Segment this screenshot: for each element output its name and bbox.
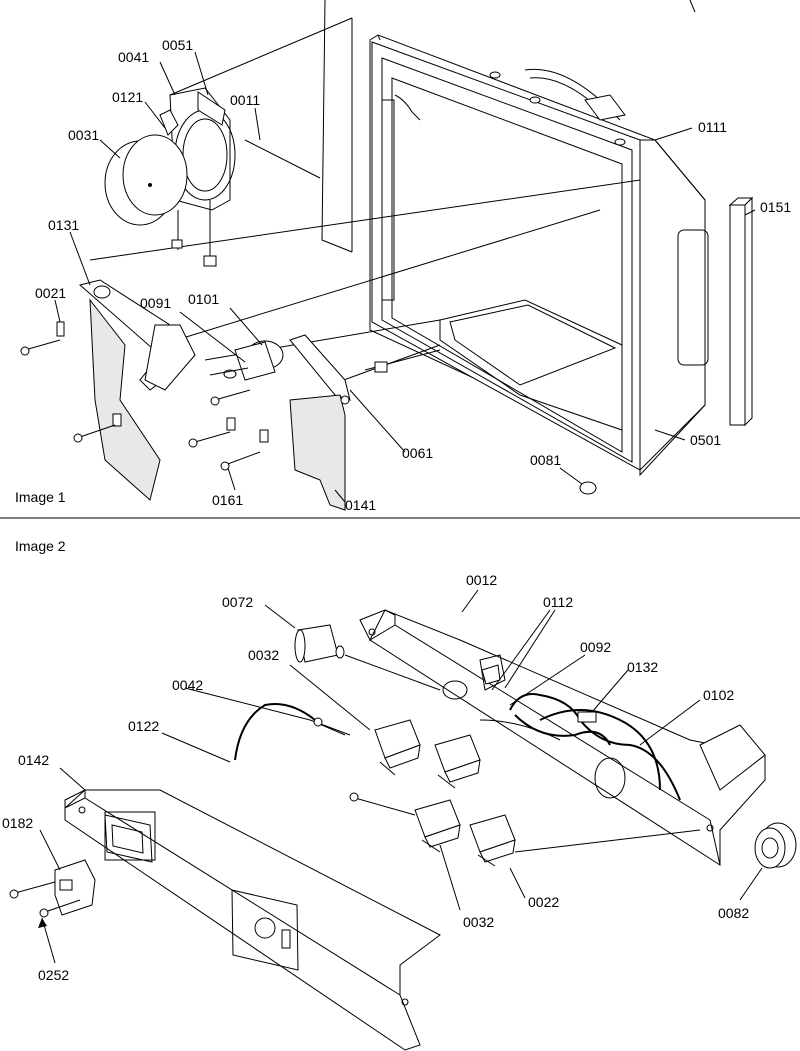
label-0031: 0031 <box>68 127 99 143</box>
part-labels-panel-1: 0041 0051 0121 0011 0031 0111 0151 0131 … <box>35 37 791 513</box>
motor-0101 <box>209 340 284 381</box>
label-0082: 0082 <box>718 905 749 921</box>
knob-0082 <box>754 822 797 869</box>
label-0022: 0022 <box>528 894 559 910</box>
label-0101: 0101 <box>188 291 219 307</box>
label-0161: 0161 <box>212 492 243 508</box>
housing-0111 <box>369 34 709 477</box>
label-0501: 0501 <box>690 432 721 448</box>
label-0112: 0112 <box>543 594 573 610</box>
strip-0151 <box>728 196 754 427</box>
label-0081: 0081 <box>530 452 561 468</box>
label-0252: 0252 <box>38 967 69 983</box>
front-panel-0142 <box>64 788 441 1051</box>
part-labels-panel-2: 0012 0072 0112 0032 0092 0042 0132 0102 … <box>2 572 749 983</box>
switch-0032-upper <box>374 719 481 789</box>
label-0011: 0011 <box>230 92 260 108</box>
leader-lines-panel-1 <box>54 51 756 503</box>
label-0051: 0051 <box>162 37 193 53</box>
label-0012: 0012 <box>466 572 497 588</box>
label-0131: 0131 <box>48 217 79 233</box>
panel-1-drawing: 0041 0051 0121 0011 0031 0111 0151 0131 … <box>15 0 791 513</box>
label-0032-bottom: 0032 <box>463 914 494 930</box>
screw-0042 <box>309 717 351 736</box>
label-0182: 0182 <box>2 815 33 831</box>
board-0012 <box>359 609 766 866</box>
fan-blade-0031 <box>104 134 188 226</box>
bracket-0131 <box>78 279 196 501</box>
switch-0032-lower <box>349 792 701 867</box>
label-0091: 0091 <box>140 295 171 311</box>
label-0132: 0132 <box>627 659 658 675</box>
label-0061: 0061 <box>402 445 433 461</box>
label-0102: 0102 <box>703 687 734 703</box>
leader-lines-panel-2 <box>38 589 763 964</box>
panel-2-drawing: 0012 0072 0112 0032 0092 0042 0132 0102 … <box>2 538 797 1051</box>
label-0021: 0021 <box>35 285 66 301</box>
switch-0182 <box>9 859 96 918</box>
label-0072: 0072 <box>222 594 253 610</box>
label-0032-top: 0032 <box>248 647 279 663</box>
label-0141: 0141 <box>345 497 376 513</box>
caption-image-1: Image 1 <box>15 489 66 505</box>
capacitor-0072 <box>294 624 441 691</box>
label-0041: 0041 <box>118 49 149 65</box>
screws-middle <box>188 389 269 471</box>
label-0151: 0151 <box>760 199 791 215</box>
label-0042: 0042 <box>172 677 203 693</box>
flap-0141 <box>289 334 388 511</box>
label-0092: 0092 <box>580 639 611 655</box>
label-0122: 0122 <box>128 718 159 734</box>
pad-0081 <box>579 481 597 495</box>
label-0111: 0111 <box>698 119 727 135</box>
caption-image-2: Image 2 <box>15 538 66 554</box>
label-0121: 0121 <box>112 89 143 105</box>
screws-left <box>20 321 116 443</box>
label-0142: 0142 <box>18 752 49 768</box>
wiring-harness <box>234 693 681 801</box>
